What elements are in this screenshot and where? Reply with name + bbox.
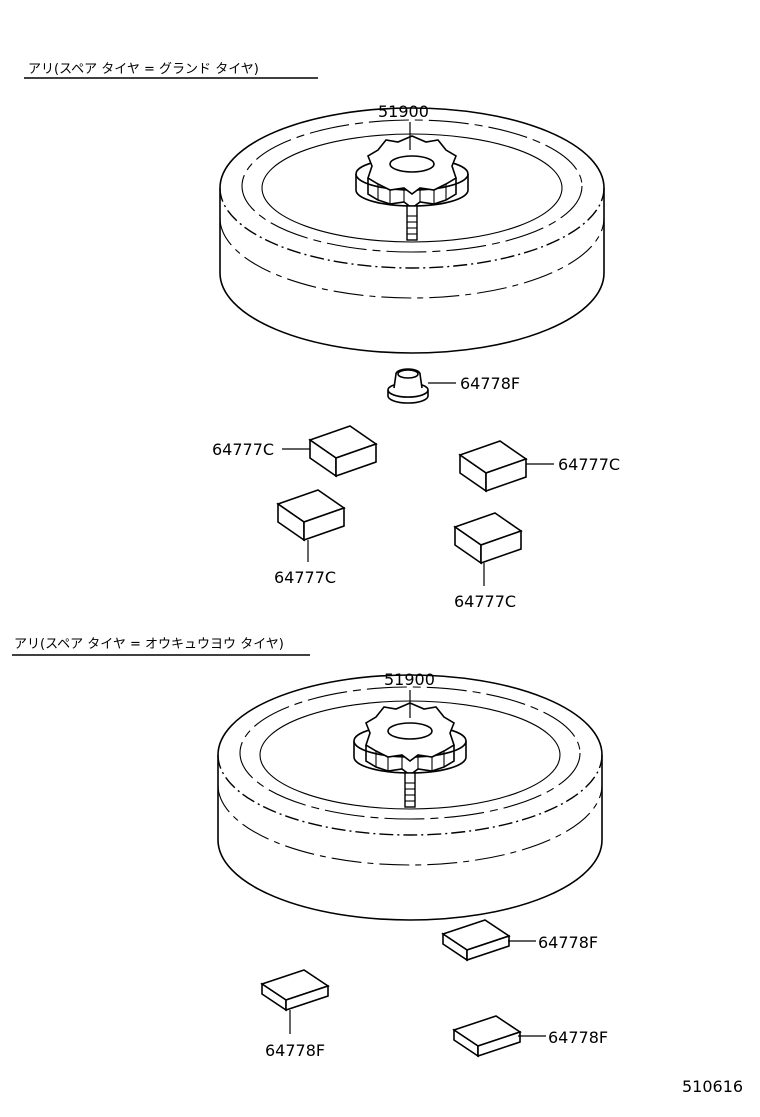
part-label-1e: 64777C bbox=[454, 592, 516, 611]
part-label-1d: 64777C bbox=[274, 568, 336, 587]
part-label-2a: 64778F bbox=[538, 933, 598, 952]
part-label-2c: 64778F bbox=[548, 1028, 608, 1047]
flat-pad-2b bbox=[261, 969, 329, 1011]
part-label-2b: 64778F bbox=[265, 1041, 325, 1060]
cap-part bbox=[387, 368, 429, 404]
section-1: アリ(スペア タイヤ = グランド タイヤ) 51900 64778F 6477… bbox=[24, 62, 620, 611]
footer-code: 510616 bbox=[682, 1077, 743, 1096]
flat-pad-2a bbox=[442, 919, 510, 961]
pad-1c bbox=[459, 440, 527, 492]
part-label-1c: 64777C bbox=[558, 455, 620, 474]
flat-pad-2c bbox=[453, 1015, 521, 1057]
pad-1e bbox=[454, 512, 522, 564]
pad-1b bbox=[309, 425, 377, 477]
tire-label-2: 51900 bbox=[384, 670, 435, 689]
section-2-header: アリ(スペア タイヤ = オウキュウヨウ タイヤ) bbox=[14, 637, 284, 652]
part-label-1a: 64778F bbox=[460, 374, 520, 393]
spare-tire-1 bbox=[219, 107, 605, 354]
part-label-1b: 64777C bbox=[212, 440, 274, 459]
section-1-header: アリ(スペア タイヤ = グランド タイヤ) bbox=[28, 62, 259, 77]
pad-1d bbox=[277, 489, 345, 541]
tire-label-1: 51900 bbox=[378, 102, 429, 121]
section-2: アリ(スペア タイヤ = オウキュウヨウ タイヤ) 51900 64778F 6… bbox=[12, 637, 608, 1060]
